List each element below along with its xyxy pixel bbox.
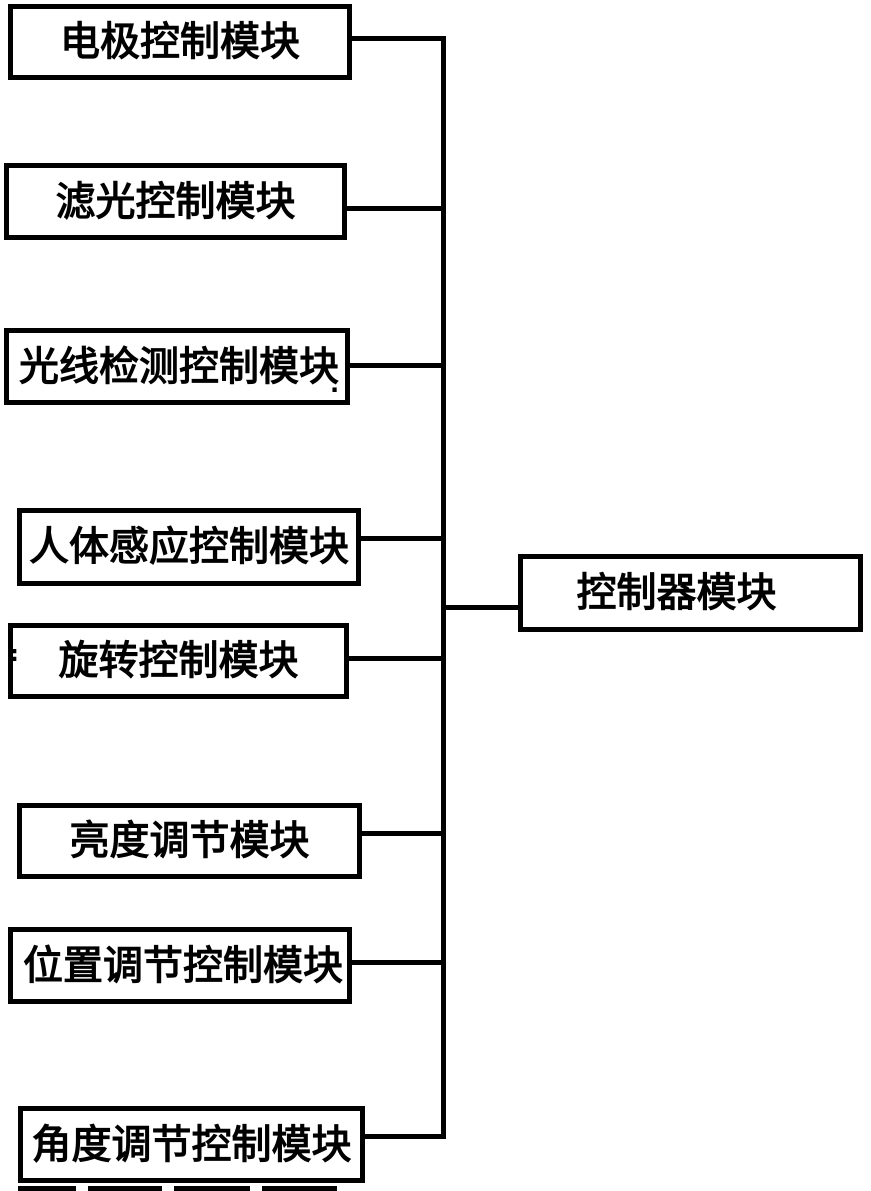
module-label-electrode-control: 电极控制模块 — [60, 19, 300, 65]
module-label-human-sensor-control: 人体感应控制模块 — [29, 524, 349, 570]
module-box-human-sensor-control: 人体感应控制模块 — [17, 508, 361, 586]
module-label-filter-control: 滤光控制模块 — [55, 178, 296, 225]
module-box-electrode-control: 电极控制模块 — [8, 4, 352, 80]
module-box-filter-control: 滤光控制模块 — [4, 163, 347, 240]
controller-module-label: 控制器模块 — [576, 570, 777, 616]
module-label-angle-adjust-control: 角度调节控制模块 — [31, 1121, 352, 1168]
module-box-brightness-adjust: 亮度调节模块 — [17, 803, 362, 879]
branch-line-electrode-control — [352, 36, 446, 41]
trunk-connector-line — [441, 36, 446, 1139]
scan-artifact-dot: . — [330, 370, 340, 398]
module-label-position-adjust-control: 位置调节控制模块 — [23, 942, 343, 989]
module-box-light-detection-control: 光线检测控制模块 — [4, 328, 350, 405]
module-label-rotation-control: 旋转控制模块 — [58, 638, 299, 684]
controller-module-box: 控制器模块 — [518, 554, 863, 632]
branch-line-position-adjust-control — [352, 960, 446, 965]
scan-artifact-dash — [88, 1186, 162, 1191]
branch-line-human-sensor-control — [361, 536, 446, 541]
module-label-light-detection-control: 光线检测控制模块 — [19, 343, 339, 390]
scan-artifact-dash — [18, 1186, 76, 1191]
module-box-rotation-control: 旋转控制模块 — [8, 623, 349, 699]
branch-line-rotation-control — [349, 656, 446, 661]
module-box-position-adjust-control: 位置调节控制模块 — [8, 927, 352, 1004]
branch-line-controller — [441, 605, 518, 610]
branch-line-filter-control — [347, 206, 446, 211]
scan-artifact-colon: : — [10, 642, 19, 667]
branch-line-brightness-adjust — [362, 831, 446, 836]
scan-artifact-dash — [262, 1186, 337, 1191]
branch-line-angle-adjust-control — [365, 1134, 446, 1139]
branch-line-light-detection-control — [350, 363, 446, 368]
module-label-brightness-adjust: 亮度调节模块 — [69, 818, 310, 864]
module-box-angle-adjust-control: 角度调节控制模块 — [18, 1106, 365, 1183]
scan-artifact-dash — [174, 1186, 250, 1191]
